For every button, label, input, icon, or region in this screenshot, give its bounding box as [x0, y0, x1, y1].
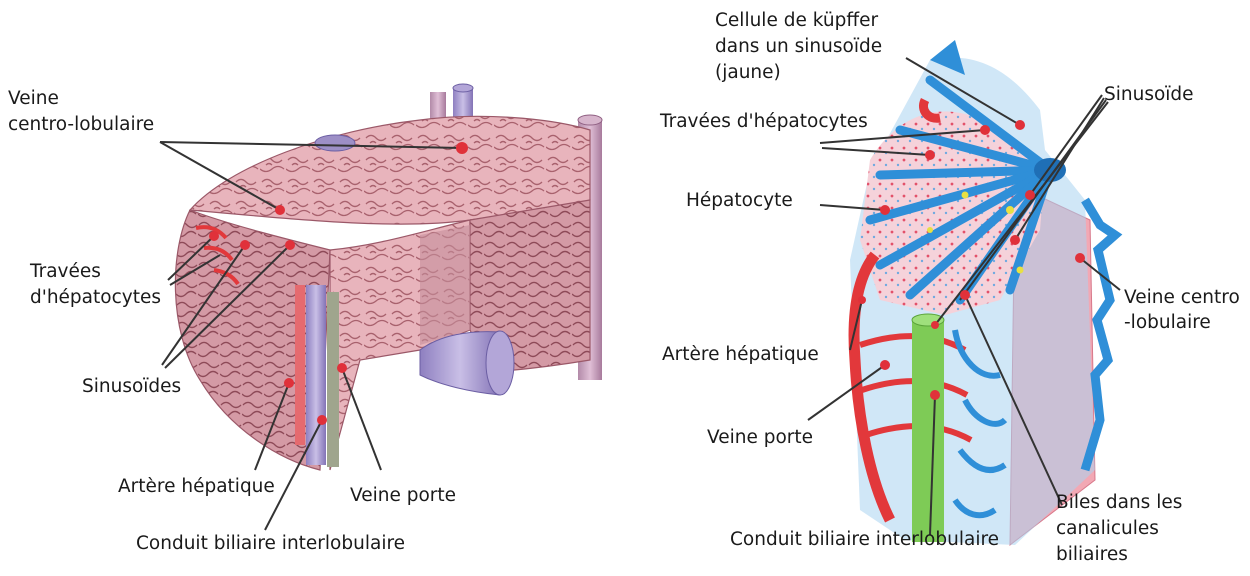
label-veine-porte-right: Veine porte: [707, 425, 813, 451]
label-biles-canalicules: Biles dans les canalicules biliaires: [1056, 490, 1182, 568]
label-veine-centro-lobulaire-left: Veine centro-lobulaire: [8, 86, 154, 138]
label-artere-hepatique-left: Artère hépatique: [118, 474, 275, 500]
right-lobule-illustration: [850, 40, 1115, 545]
label-veine-centro-lobulaire-right: Veine centro -lobulaire: [1124, 285, 1240, 335]
label-artere-hepatique-right: Artère hépatique: [662, 342, 819, 368]
left-lobule-illustration: [175, 84, 602, 470]
label-conduit-biliaire-left: Conduit biliaire interlobulaire: [136, 531, 405, 557]
label-conduit-biliaire-right: Conduit biliaire interlobulaire: [730, 527, 999, 553]
label-sinusoide-right: Sinusoïde: [1104, 82, 1194, 108]
label-sinusoides-left: Sinusoïdes: [82, 374, 181, 400]
label-travees-hepatocytes-left: Travées d'hépatocytes: [30, 259, 161, 311]
label-cellule-kupffer: Cellule de küpffer dans un sinusoïde (ja…: [715, 8, 882, 86]
label-hepatocyte: Hépatocyte: [686, 188, 793, 214]
label-travees-hepatocytes-right: Travées d'hépatocytes: [660, 109, 868, 135]
label-veine-porte-left: Veine porte: [350, 483, 456, 509]
